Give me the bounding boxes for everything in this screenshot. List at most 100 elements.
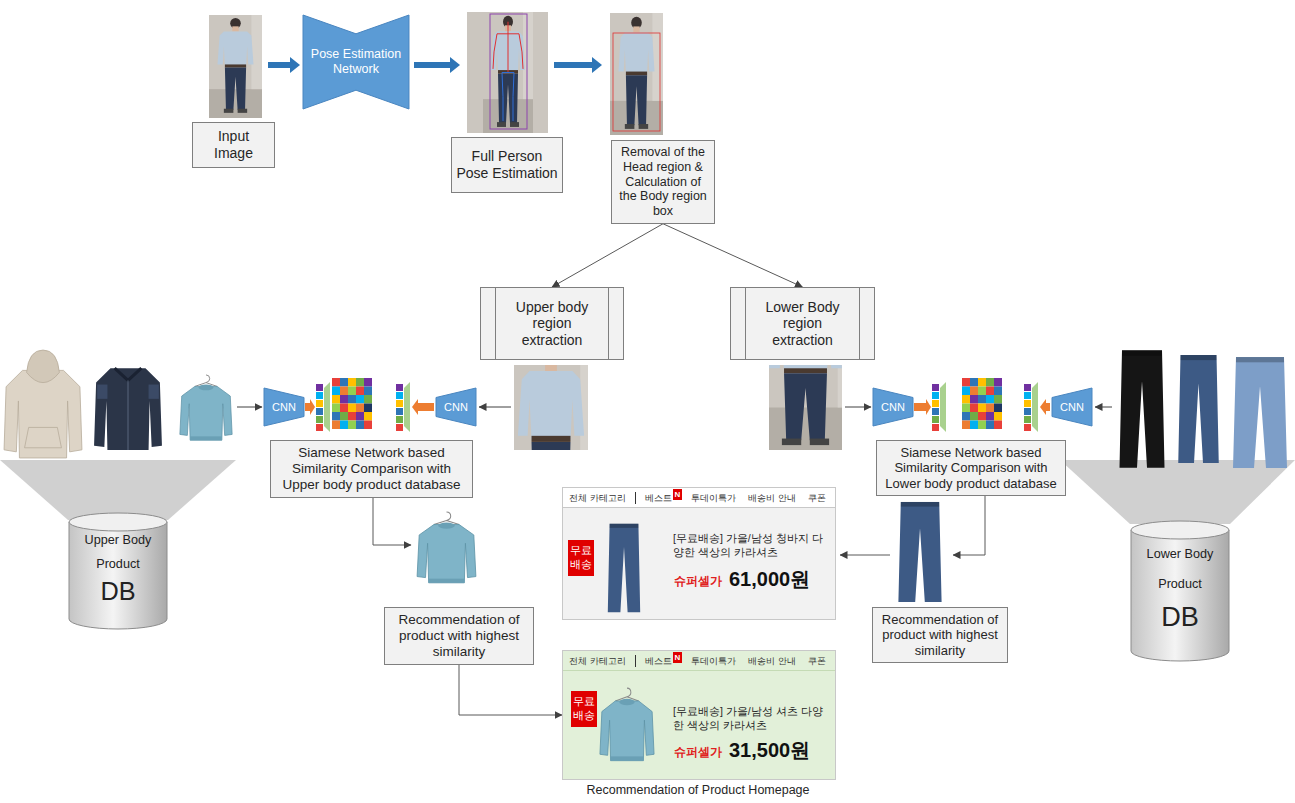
node-label: Product xyxy=(1130,578,1230,592)
head-removed-photo xyxy=(610,13,663,135)
pose-photo xyxy=(467,12,548,133)
product-title: [무료배송] 가을/남성 청바지 다양한 색상의 카라셔츠 xyxy=(673,532,823,559)
node-label: CNN xyxy=(1060,401,1084,414)
node-label: CNN xyxy=(272,401,296,414)
node-label: Removal of the Head region & Calculation… xyxy=(616,145,710,219)
block-fill xyxy=(873,388,913,426)
block-fill xyxy=(264,388,304,426)
sale-label: 슈퍼셀가 xyxy=(674,574,722,590)
price: 61,000원 xyxy=(729,566,810,592)
feature-arrow xyxy=(305,399,1050,415)
jeans-photo xyxy=(1178,355,1219,463)
nav-item: 쿠폰 xyxy=(808,655,826,667)
webpage-product-image xyxy=(600,688,654,761)
new-badge: N xyxy=(673,652,683,663)
process-side-bar xyxy=(495,288,496,359)
process-box: Removal of the Head region & Calculation… xyxy=(611,140,715,224)
node-label: Lower Body xyxy=(1130,548,1230,562)
node-label: Input Image xyxy=(207,128,260,161)
node-label: Upper body region extraction xyxy=(501,299,603,349)
price: 31,500원 xyxy=(729,737,810,763)
process-box: Siamese Network based Similarity Compari… xyxy=(876,440,1066,496)
database-cylinder: Upper BodyProductDB xyxy=(68,512,168,630)
predefined-process-box: Upper body region extraction xyxy=(480,287,624,360)
jacket-photo xyxy=(94,368,162,450)
nav-item: 전체 카테고리 xyxy=(569,492,626,504)
product-webpage: 전체 카테고리베스트N투데이특가배송비 안내쿠폰[무료배송] 가을/남성 청바지… xyxy=(562,487,836,620)
nav-item: 베스트 xyxy=(645,655,672,667)
feature-vector xyxy=(932,382,946,432)
connector xyxy=(459,665,562,715)
feature-vector xyxy=(1024,382,1038,432)
similarity-matrix xyxy=(962,378,1002,429)
predefined-process-box: Lower Body region extraction xyxy=(730,287,875,360)
nav-item: 투데이특가 xyxy=(691,655,736,667)
process-side-bar xyxy=(745,288,746,359)
node-label: 무료 배송 xyxy=(573,695,595,723)
db-funnel xyxy=(1060,460,1295,524)
process-box: Siamese Network based Similarity Compari… xyxy=(270,440,473,498)
cylinder-body xyxy=(1131,530,1229,661)
similarity-matrix xyxy=(332,378,372,429)
cnn-block: CNN xyxy=(873,388,913,426)
nav-separator xyxy=(635,492,636,504)
cylinder-top xyxy=(1131,521,1229,539)
cnn-block: CNN xyxy=(264,388,304,426)
connector xyxy=(663,224,803,287)
free-shipping-badge: 무료 배송 xyxy=(568,540,594,576)
node-label: CNN xyxy=(444,401,468,414)
cnn-block: CNN xyxy=(436,388,476,426)
nav-item: 투데이특가 xyxy=(691,492,736,504)
feature-vector xyxy=(316,382,330,432)
node-label: Lower Body region extraction xyxy=(751,299,854,349)
process-box: Recommendation of product with highest s… xyxy=(384,607,534,665)
product-title: [무료배송] 가을/남성 셔츠 다양한 색상의 카라셔츠 xyxy=(673,705,823,732)
process-side-bar xyxy=(608,288,609,359)
node-label: Product xyxy=(68,558,168,572)
db-funnel xyxy=(0,460,236,520)
node-label: DB xyxy=(1130,602,1230,632)
node-label: CNN xyxy=(881,401,905,414)
sweater-photo xyxy=(180,375,232,440)
node-label: Pose Estimation Network xyxy=(303,47,409,77)
block-fill xyxy=(1052,388,1092,426)
network-block: Pose Estimation Network xyxy=(303,15,409,109)
node-label: Upper Body xyxy=(68,534,168,548)
recommended-sweater xyxy=(417,512,476,583)
nav-separator xyxy=(635,655,636,667)
recommended-jeans xyxy=(898,502,941,602)
node-label: 무료 배송 xyxy=(570,544,592,572)
block-fill xyxy=(303,15,409,109)
jeans-photo xyxy=(1233,357,1287,468)
node-label: DB xyxy=(68,578,168,606)
node-label: Recommendation of product with highest s… xyxy=(390,612,528,660)
nav-item: 배송비 안내 xyxy=(748,492,796,504)
database-cylinder: Lower BodyProductDB xyxy=(1130,520,1230,662)
nav-bar: 전체 카테고리베스트N투데이특가배송비 안내쿠폰 xyxy=(563,488,835,508)
webpage-background xyxy=(562,487,836,780)
node-label: Recommendation of product with highest s… xyxy=(878,612,1002,658)
nav-bar: 전체 카테고리 베스트N 투데이특가 배송비 안내 쿠폰 xyxy=(563,651,835,671)
sale-label: 슈퍼셀가 xyxy=(674,745,722,761)
caption: Recommendation of Product Homepage xyxy=(500,783,896,797)
nav-item: 전체 카테고리 xyxy=(569,655,626,667)
nav-item: 베스트 xyxy=(645,492,672,504)
free-shipping-badge: 무료 배송 xyxy=(571,691,597,727)
cnn-block: CNN xyxy=(1052,388,1092,426)
pants-photo xyxy=(1120,350,1165,468)
feature-vector xyxy=(396,382,410,432)
webpage-product-image xyxy=(608,524,640,613)
process-box: Input Image xyxy=(192,122,275,168)
new-badge: N xyxy=(673,489,683,500)
product-webpage: 전체 카테고리 베스트N 투데이특가 배송비 안내 쿠폰 [무료배송] 가을/남성 셔츠 … xyxy=(562,650,836,780)
process-box: Full Person Pose Estimation xyxy=(451,137,563,193)
connector xyxy=(552,224,663,287)
nav-item: 배송비 안내 xyxy=(748,655,796,667)
process-side-bar xyxy=(859,288,860,359)
node-label: Full Person Pose Estimation xyxy=(455,148,559,181)
hoodie-photo xyxy=(4,350,82,458)
input-photo xyxy=(209,15,262,118)
